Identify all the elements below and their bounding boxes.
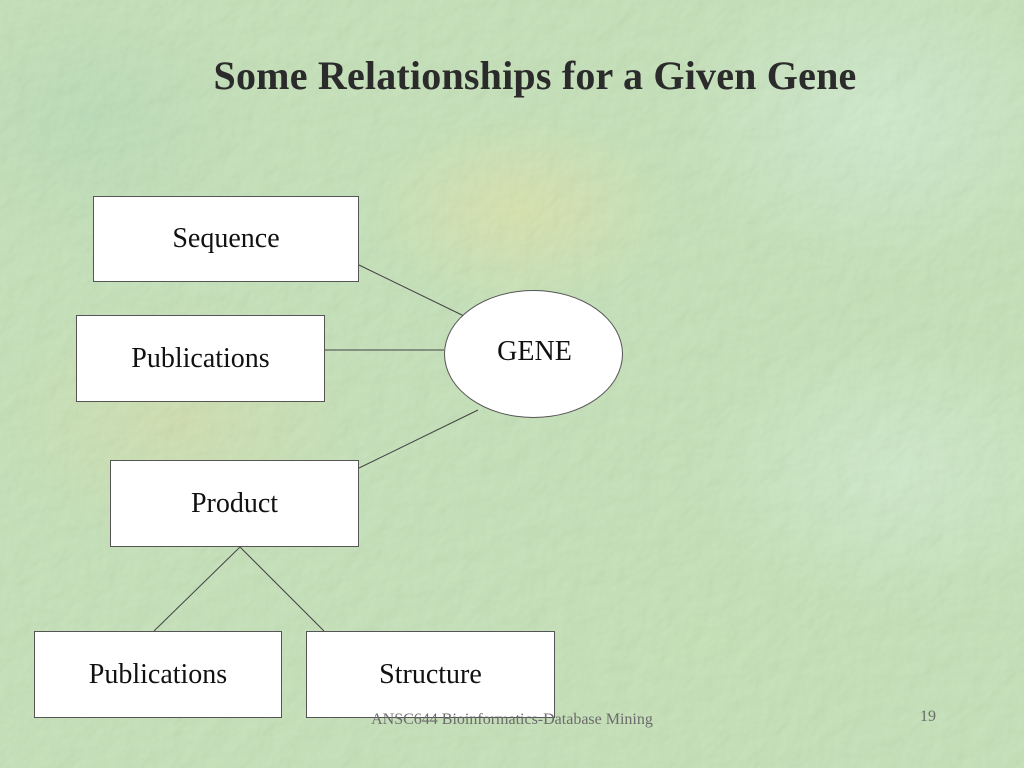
connector-gene-product bbox=[358, 409, 479, 469]
slide-page-number: 19 bbox=[920, 708, 936, 725]
connector-product-publications bbox=[153, 546, 241, 632]
node-product-label: Product bbox=[190, 487, 279, 519]
connector-product-structure bbox=[239, 546, 325, 632]
node-gene-label: GENE bbox=[497, 336, 572, 367]
node-product: Product bbox=[110, 460, 359, 547]
node-product-publications: Publications bbox=[34, 631, 282, 718]
slide-title: Some Relationships for a Given Gene bbox=[213, 53, 857, 98]
node-publications-label: Publications bbox=[131, 342, 270, 374]
connector-gene-sequence bbox=[358, 264, 465, 317]
node-publications: Publications bbox=[76, 315, 325, 402]
footer-course-title: ANSC644 Bioinformatics-Database Mining bbox=[371, 711, 653, 728]
node-structure: Structure bbox=[306, 631, 555, 718]
node-sequence: Sequence bbox=[93, 196, 359, 282]
node-gene: GENE bbox=[444, 290, 623, 418]
node-product-publications-label: Publications bbox=[88, 658, 228, 690]
node-structure-label: Structure bbox=[379, 658, 482, 690]
node-sequence-label: Sequence bbox=[172, 223, 280, 254]
